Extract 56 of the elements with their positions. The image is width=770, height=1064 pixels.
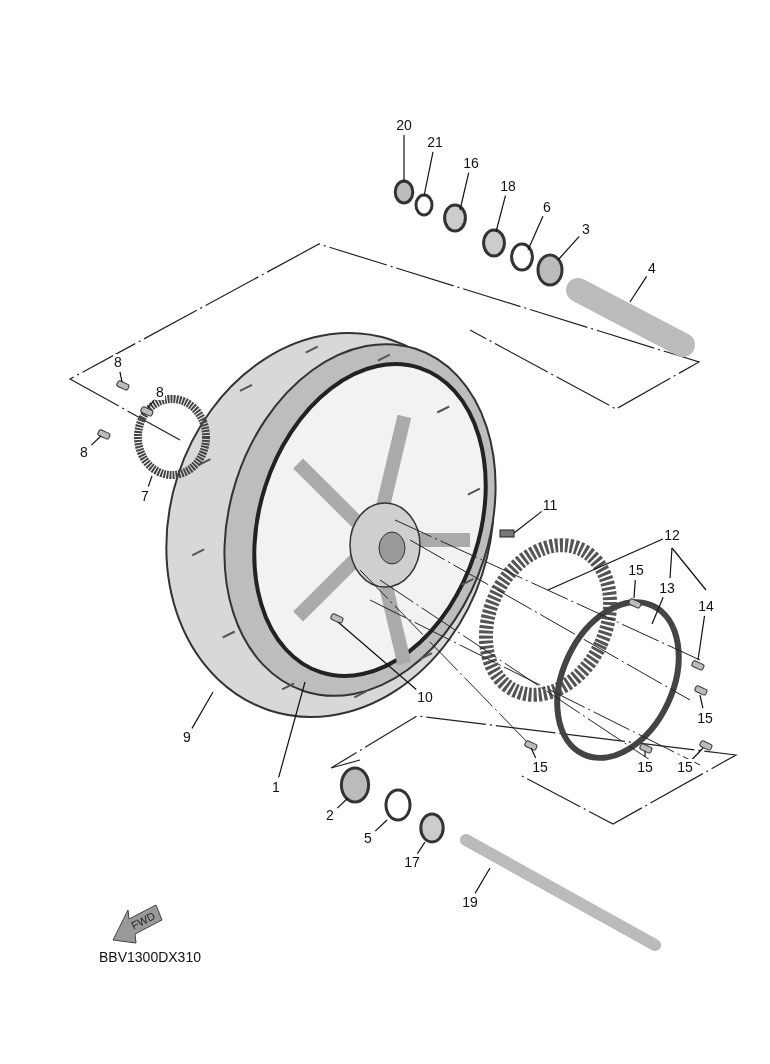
leader-line bbox=[374, 819, 388, 832]
callout-number: 7 bbox=[140, 488, 150, 504]
callout-number: 20 bbox=[395, 117, 413, 133]
leader-line bbox=[90, 435, 102, 446]
leader-line bbox=[699, 694, 704, 709]
leader-line bbox=[557, 235, 580, 261]
leader-line bbox=[527, 215, 544, 251]
callout-number: 13 bbox=[658, 580, 676, 596]
leader-line bbox=[633, 579, 636, 599]
leader-line bbox=[337, 621, 419, 692]
callout-number: 15 bbox=[531, 759, 549, 775]
leader-line bbox=[697, 615, 706, 661]
leader-line bbox=[495, 195, 507, 233]
leader-line bbox=[147, 399, 155, 409]
leader-line bbox=[403, 134, 405, 183]
callout-number: 3 bbox=[581, 221, 591, 237]
leader-line bbox=[474, 867, 491, 894]
leader-line bbox=[423, 151, 434, 197]
leader-line bbox=[147, 475, 153, 488]
forward-label: FWD bbox=[129, 909, 158, 932]
callout-number: 8 bbox=[113, 354, 123, 370]
leader-line bbox=[119, 371, 123, 383]
leader-line bbox=[513, 510, 543, 534]
callout-number: 8 bbox=[155, 384, 165, 400]
callout-number: 16 bbox=[462, 155, 480, 171]
callout-number: 15 bbox=[636, 759, 654, 775]
callout-number: 14 bbox=[697, 598, 715, 614]
leader-line bbox=[651, 596, 664, 625]
leader-line bbox=[644, 750, 646, 758]
callout-number: 15 bbox=[627, 562, 645, 578]
callout-number: 15 bbox=[696, 710, 714, 726]
callout-number: 11 bbox=[541, 497, 559, 513]
callout-number: 18 bbox=[499, 178, 517, 194]
drawing-code: BBV1300DX310 bbox=[98, 949, 202, 965]
leader-line bbox=[191, 691, 214, 729]
callout-number: 6 bbox=[542, 199, 552, 215]
callout-number: 2 bbox=[325, 807, 335, 823]
callout-number: 21 bbox=[426, 134, 444, 150]
callout-number: 17 bbox=[403, 854, 421, 870]
callout-number: 15 bbox=[676, 759, 694, 775]
leader-line bbox=[691, 747, 704, 761]
callout-number: 19 bbox=[461, 894, 479, 910]
leader-line bbox=[629, 275, 648, 303]
leader-line bbox=[459, 172, 470, 211]
callout-number: 9 bbox=[182, 729, 192, 745]
callout-number: 5 bbox=[363, 830, 373, 846]
leader-line bbox=[416, 841, 426, 855]
callout-number: 8 bbox=[79, 444, 89, 460]
callout-number: 4 bbox=[647, 260, 657, 276]
leader-line bbox=[278, 681, 306, 778]
callout-number: 1 bbox=[271, 779, 281, 795]
callout-number: 10 bbox=[416, 689, 434, 705]
leader-line bbox=[336, 797, 349, 809]
leader-line bbox=[547, 538, 664, 591]
callout-number: 12 bbox=[663, 527, 681, 543]
leader-line bbox=[530, 747, 537, 759]
